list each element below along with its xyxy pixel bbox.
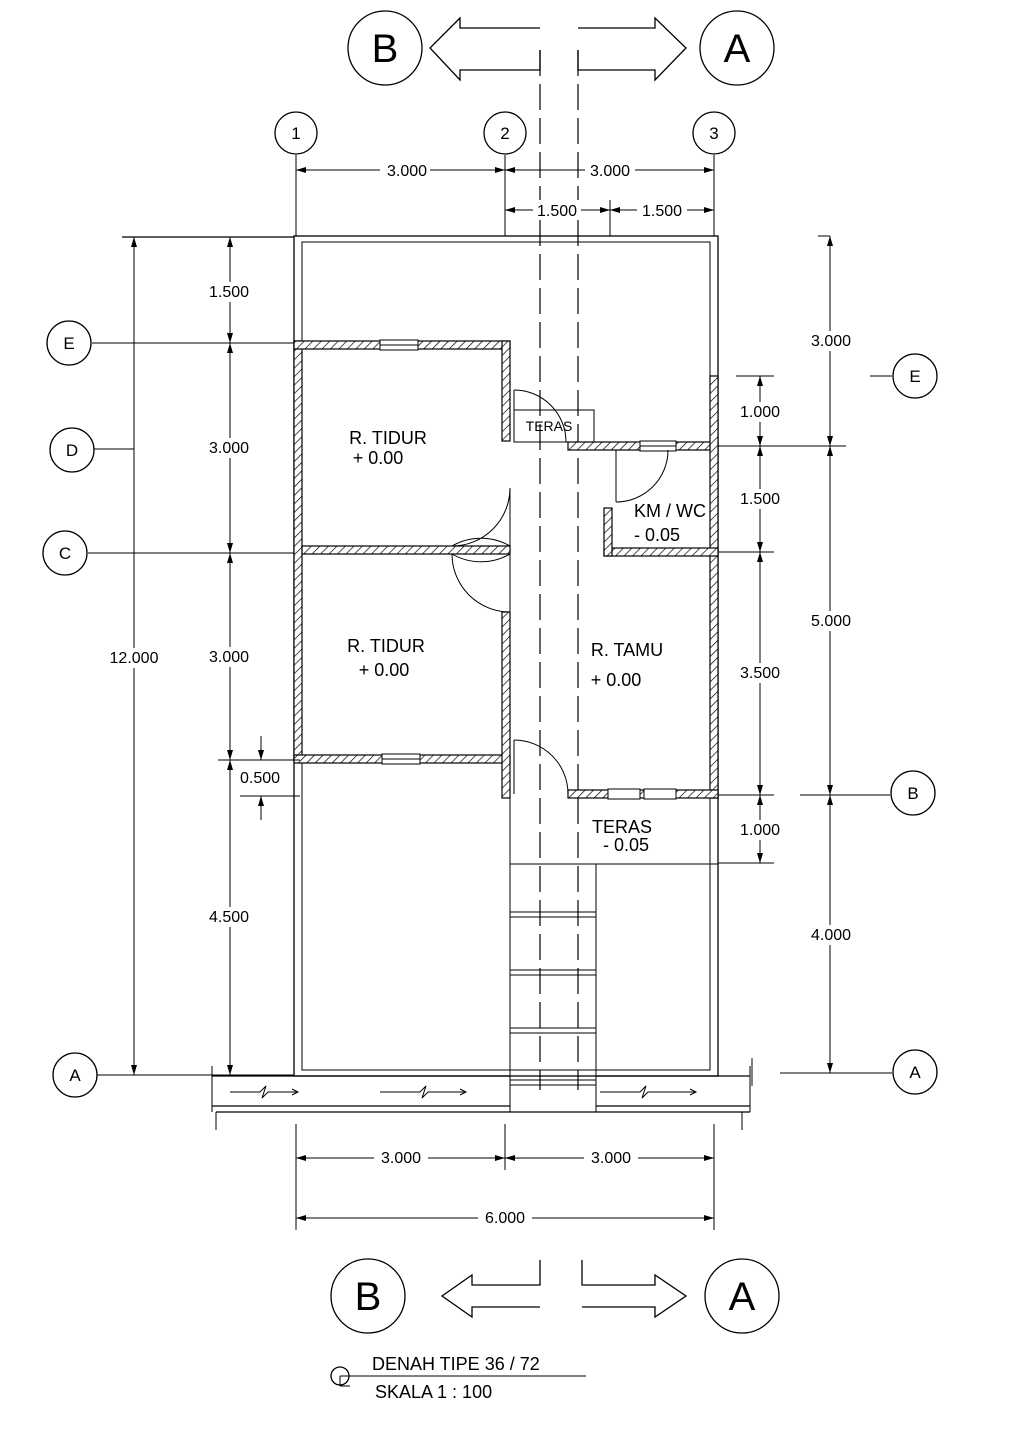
section-b-label: B [372,27,399,71]
room-living-level: + 0.00 [591,670,642,690]
grid-left-e: E [63,334,74,353]
dim-top-4: 1.500 [642,203,682,220]
room-terrace-back-name: TERAS [526,418,573,434]
section-a-label-bottom: A [729,1275,756,1319]
top-dimensions: 3.000 3.000 1.500 1.500 [296,160,714,236]
dim-right-2: 1.500 [740,491,780,508]
room-terrace-front-level: - 0.05 [603,835,649,855]
dim-left-1: 1.500 [209,284,249,301]
room-terrace-front-name: TERAS [592,817,652,837]
drawing-scale: SKALA 1 : 100 [375,1382,492,1402]
bottom-dimensions: 3.000 3.000 6.000 [295,1124,715,1230]
grid-right-e: E [909,367,920,386]
grid-left-c: C [59,544,71,563]
grid-left-a: A [69,1066,81,1085]
room-labels: R. TIDUR + 0.00 R. TIDUR + 0.00 R. TAMU … [347,418,706,855]
left-grid: E D C A 12.000 1.500 3.000 3.000 0.500 4… [42,237,300,1098]
room-living-name: R. TAMU [591,640,663,660]
dim-right-outer-1: 3.000 [811,333,851,350]
drawing-title: DENAH TIPE 36 / 72 [372,1354,540,1374]
dim-right-3: 3.500 [740,665,780,682]
doors [450,389,669,795]
dim-right-outer-3: 4.000 [811,927,851,944]
room-bedroom-1-name: R. TIDUR [349,428,427,448]
grid-left-d: D [66,441,78,460]
dim-bottom-2: 3.000 [591,1150,631,1167]
dim-right-1: 1.000 [740,404,780,421]
section-marker-bottom: B A [330,1258,780,1334]
grid-right-b: B [907,784,918,803]
grid-1: 1 [291,124,300,143]
section-b-label-bottom: B [355,1275,382,1319]
grid-numbers: 1 2 3 [274,111,736,236]
dim-left-total: 12.000 [110,650,159,667]
section-a-label: A [724,27,751,71]
grid-3: 3 [709,124,718,143]
grid-2: 2 [500,124,509,143]
dim-left-2: 3.000 [209,440,249,457]
title-block: DENAH TIPE 36 / 72 SKALA 1 : 100 [330,1354,586,1402]
dim-top-1: 3.000 [387,163,427,180]
dim-right-outer-2: 5.000 [811,613,851,630]
dim-left-3: 3.000 [209,649,249,666]
room-bedroom-2-name: R. TIDUR [347,636,425,656]
dim-bottom-1: 3.000 [381,1150,421,1167]
dim-top-2: 3.000 [590,163,630,180]
dim-top-3: 1.500 [537,203,577,220]
grid-right-a: A [909,1063,921,1082]
dim-left-5: 4.500 [209,909,249,926]
room-bath-name: KM / WC [634,501,706,521]
room-bedroom-2-level: + 0.00 [359,660,410,680]
right-grid: E B A 1.000 1.500 3.500 1.000 3.000 5.00… [718,235,938,1095]
dim-left-4: 0.500 [240,770,280,787]
section-marker-top: B A [347,10,775,86]
dim-bottom-total: 6.000 [485,1210,525,1227]
road-ditch [211,1058,753,1130]
dim-right-4: 1.000 [740,822,780,839]
walls [293,339,719,800]
room-bath-level: - 0.05 [634,525,680,545]
terrace-and-steps [509,409,718,1113]
room-bedroom-1-level: + 0.00 [353,448,404,468]
